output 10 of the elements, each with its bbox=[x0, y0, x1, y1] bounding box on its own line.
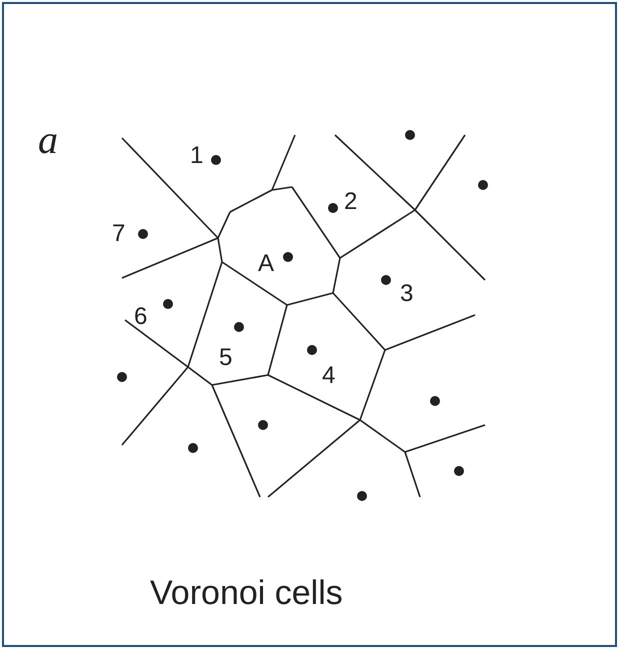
point-label: 4 bbox=[322, 364, 336, 388]
point-label: 3 bbox=[400, 282, 414, 306]
point-label: A bbox=[258, 252, 274, 276]
point-label: 1 bbox=[190, 144, 204, 168]
caption: Voronoi cells bbox=[150, 576, 343, 610]
point-label: 6 bbox=[134, 305, 148, 329]
point-label: 7 bbox=[112, 222, 126, 246]
point-label: 2 bbox=[344, 190, 358, 214]
panel-letter: a bbox=[38, 120, 58, 160]
point-label: 5 bbox=[219, 346, 232, 370]
